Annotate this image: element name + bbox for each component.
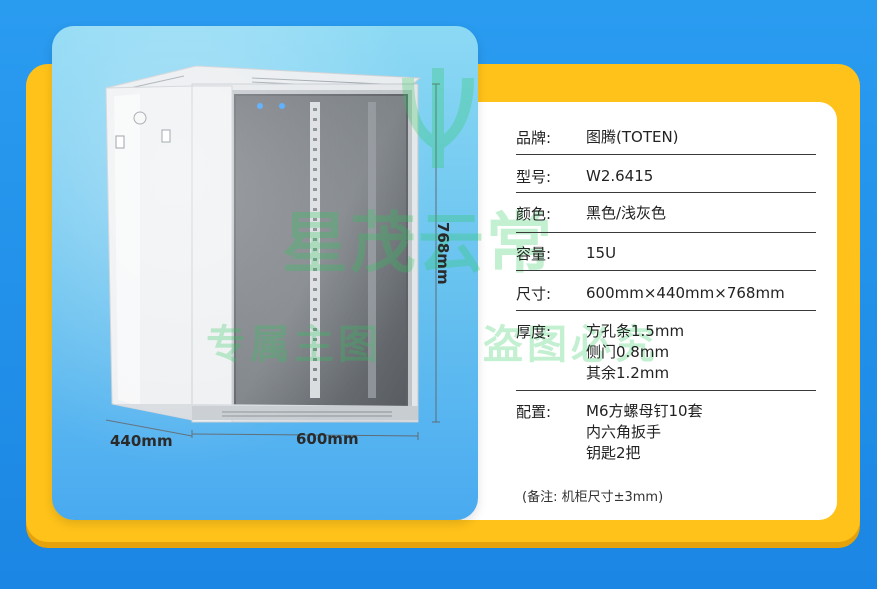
spec-value-line: M6方螺母钉10套 (586, 402, 703, 420)
width-dimension-label: 600mm (296, 430, 359, 448)
spec-value-line: W2.6415 (586, 167, 654, 185)
spec-row-capacity: 容量: 15U (516, 233, 816, 271)
spec-label: 型号: (516, 168, 552, 186)
spec-row-size: 尺寸: 600mm×440mm×768mm (516, 271, 816, 311)
spec-label: 配置: (516, 403, 552, 421)
spec-value: 15U (586, 243, 816, 270)
spec-label: 厚度: (516, 323, 552, 341)
spec-row-model: 型号: W2.6415 (516, 155, 816, 193)
spec-value-line: 内六角扳手 (586, 423, 662, 441)
tolerance-note: (备注: 机柜尺寸±3mm) (522, 490, 664, 505)
spec-value: M6方螺母钉10套 内六角扳手 钥匙2把 (586, 401, 816, 471)
spec-panel (445, 102, 837, 520)
watermark-logo-icon (402, 68, 474, 168)
spec-value-line: 600mm×440mm×768mm (586, 284, 785, 302)
depth-dimension-label: 440mm (110, 432, 173, 450)
spec-value: 方孔条1.5mm 侧门0.8mm 其余1.2mm (586, 321, 816, 390)
spec-value: 图腾(TOTEN) (586, 127, 816, 154)
spec-row-brand: 品牌: 图腾(TOTEN) (516, 117, 816, 155)
spec-row-thickness: 厚度: 方孔条1.5mm 侧门0.8mm 其余1.2mm (516, 311, 816, 391)
spec-value: 黑色/浅灰色 (586, 203, 816, 232)
spec-value-line: 其余1.2mm (586, 364, 670, 382)
spec-label: 尺寸: (516, 285, 552, 303)
spec-label: 颜色: (516, 205, 552, 223)
spec-row-config: 配置: M6方螺母钉10套 内六角扳手 钥匙2把 (516, 391, 816, 471)
spec-value-line: 黑色/浅灰色 (586, 204, 667, 222)
height-dimension-label: 768mm (434, 222, 452, 285)
spec-row-color: 颜色: 黑色/浅灰色 (516, 193, 816, 233)
spec-value-line: 钥匙2把 (586, 444, 641, 462)
spec-value-line: 图腾(TOTEN) (586, 128, 679, 146)
spec-value-line: 15U (586, 244, 617, 262)
spec-value: W2.6415 (586, 166, 816, 192)
spec-label: 品牌: (516, 129, 552, 147)
spec-value: 600mm×440mm×768mm (586, 283, 816, 310)
spec-table: 品牌: 图腾(TOTEN) 型号: W2.6415 颜色: 黑色/浅灰色 容量:… (516, 117, 816, 471)
spec-value-line: 侧门0.8mm (586, 343, 670, 361)
product-photo-card (52, 26, 478, 520)
spec-value-line: 方孔条1.5mm (586, 322, 685, 340)
spec-label: 容量: (516, 245, 552, 263)
